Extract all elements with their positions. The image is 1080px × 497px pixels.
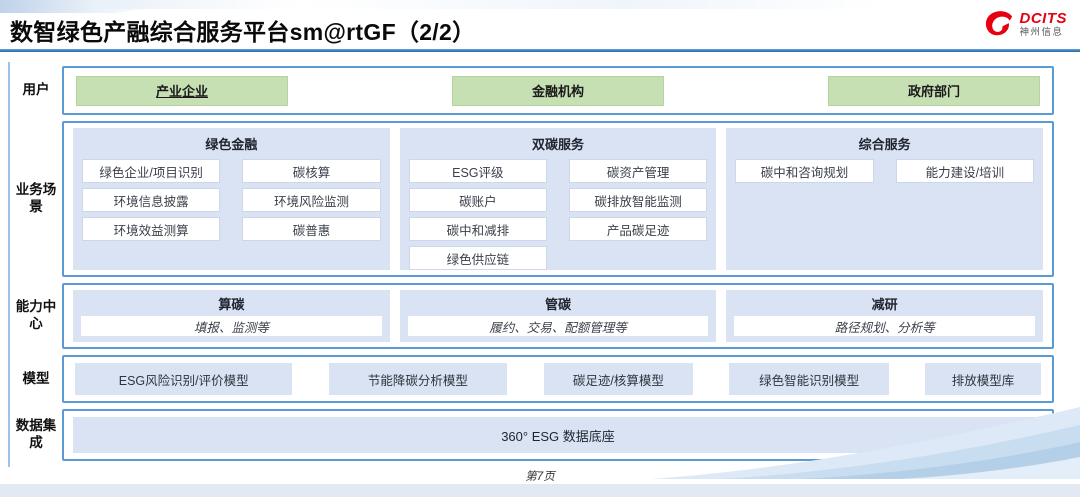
scenario-item: 碳普惠 — [242, 217, 381, 241]
capability-reduce-research: 减研 路径规划、分析等 — [726, 290, 1044, 342]
architecture-diagram: 用户 产业企业 金融机构 政府部门 业务场景 绿色金融 绿色企业/项目识别 碳核… — [8, 62, 1054, 467]
scenarios-container: 绿色金融 绿色企业/项目识别 碳核算 环境信息披露 环境风险监测 环境效益测算 … — [62, 121, 1054, 277]
row-label-data-integration: 数据集成 — [15, 418, 57, 450]
panel-green-finance: 绿色金融 绿色企业/项目识别 碳核算 环境信息披露 环境风险监测 环境效益测算 … — [73, 128, 390, 270]
user-box-government: 政府部门 — [827, 75, 1040, 106]
page-number: 第7页 — [525, 471, 555, 483]
capabilities-container: 算碳 填报、监测等 管碳 履约、交易、配额管理等 减研 路径规划、分析等 — [62, 283, 1054, 349]
capability-title: 减研 — [871, 297, 898, 312]
scenario-item: 环境风险监测 — [242, 188, 381, 212]
top-decoration-band — [0, 0, 1080, 9]
scenario-item: ESG评级 — [408, 159, 547, 183]
scenario-item: 能力建设/培训 — [895, 159, 1035, 183]
row-label-models: 模型 — [22, 370, 50, 386]
row-label-users: 用户 — [22, 82, 50, 98]
logo-brand-text: DCITS — [1019, 9, 1067, 27]
model-box: 绿色智能识别模型 — [729, 363, 889, 395]
scenario-item: 环境效益测算 — [82, 217, 221, 241]
scenario-item: 环境信息披露 — [82, 188, 221, 212]
scenario-item: 碳排放智能监测 — [569, 188, 708, 212]
capability-desc: 履约、交易、配额管理等 — [407, 316, 709, 336]
dcits-swirl-icon — [983, 10, 1017, 38]
user-box-finance: 金融机构 — [451, 75, 665, 106]
scenario-item: 碳核算 — [242, 159, 381, 183]
panel-title: 绿色金融 — [205, 137, 258, 152]
row-models: 模型 ESG风险识别/评价模型 节能降碳分析模型 碳足迹/核算模型 绿色智能识别… — [10, 355, 1054, 403]
model-box: ESG风险识别/评价模型 — [75, 363, 293, 395]
title-underline — [0, 49, 1080, 52]
panel-comprehensive: 综合服务 碳中和咨询规划 能力建设/培训 — [726, 128, 1044, 270]
scenario-item: 碳中和减排 — [408, 217, 547, 241]
capability-manage-carbon: 管碳 履约、交易、配额管理等 — [399, 290, 717, 342]
esg-data-base-box: 360° ESG 数据底座 — [73, 417, 1043, 453]
panel-title: 双碳服务 — [532, 137, 585, 152]
scenario-item: 绿色供应链 — [408, 246, 547, 270]
panel-dual-carbon: 双碳服务 ESG评级 碳资产管理 碳账户 碳排放智能监测 碳中和减排 产品碳足迹… — [399, 128, 717, 270]
bottom-bar — [0, 484, 1080, 497]
logo-company-text: 神州信息 — [1019, 26, 1064, 38]
row-label-capabilities: 能力中心 — [15, 299, 57, 331]
scenario-item: 碳账户 — [408, 188, 547, 212]
row-users: 用户 产业企业 金融机构 政府部门 — [10, 66, 1054, 115]
panel-title: 综合服务 — [858, 137, 911, 152]
panel-items-grid: 绿色企业/项目识别 碳核算 环境信息披露 环境风险监测 环境效益测算 碳普惠 — [82, 159, 381, 241]
model-box: 排放模型库 — [925, 363, 1041, 395]
dcits-logo: DCITS 神州信息 — [983, 10, 1068, 38]
models-container: ESG风险识别/评价模型 节能降碳分析模型 碳足迹/核算模型 绿色智能识别模型 … — [62, 355, 1054, 403]
row-capabilities: 能力中心 算碳 填报、监测等 管碳 履约、交易、配额管理等 减研 路径规划、分析… — [10, 283, 1054, 349]
capability-desc: 路径规划、分析等 — [734, 316, 1036, 336]
model-box: 节能降碳分析模型 — [328, 363, 508, 395]
row-label-scenarios: 业务场景 — [15, 182, 57, 214]
scenario-item: 碳中和咨询规划 — [735, 159, 874, 183]
logo-text-block: DCITS 神州信息 — [1020, 11, 1068, 38]
bottom-right-swoosh — [650, 407, 1080, 484]
row-scenarios: 业务场景 绿色金融 绿色企业/项目识别 碳核算 环境信息披露 环境风险监测 环境… — [10, 121, 1054, 277]
model-box: 碳足迹/核算模型 — [543, 363, 694, 395]
panel-items-grid: ESG评级 碳资产管理 碳账户 碳排放智能监测 碳中和减排 产品碳足迹 绿色供应… — [408, 159, 708, 270]
user-box-industry: 产业企业 — [76, 75, 289, 106]
scenario-item: 绿色企业/项目识别 — [82, 159, 221, 183]
scenario-item: 碳资产管理 — [569, 159, 708, 183]
panel-items-grid: 碳中和咨询规划 能力建设/培训 — [735, 159, 1035, 183]
capability-title: 管碳 — [545, 297, 572, 312]
scenario-item: 产品碳足迹 — [569, 217, 708, 241]
users-container: 产业企业 金融机构 政府部门 — [62, 66, 1054, 115]
capability-desc: 填报、监测等 — [81, 316, 382, 336]
page-title: 数智绿色产融综合服务平台sm@rtGF（2/2） — [10, 19, 476, 45]
capability-calc-carbon: 算碳 填报、监测等 — [73, 290, 390, 342]
capability-title: 算碳 — [218, 297, 245, 312]
